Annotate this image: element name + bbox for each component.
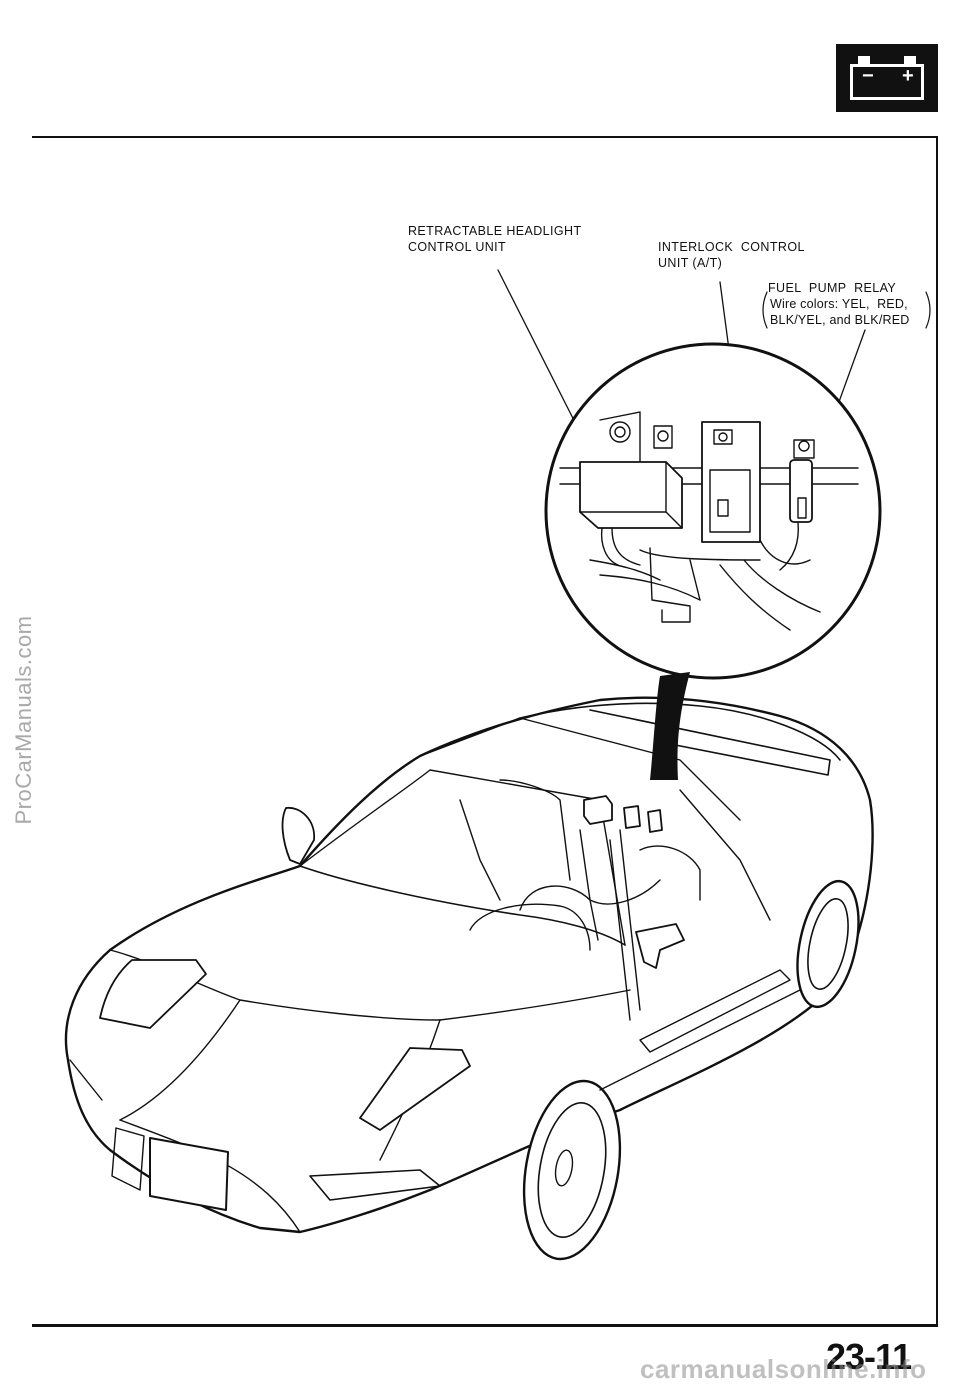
frame-top-rule: [32, 136, 938, 138]
frame-right-rule: [936, 136, 938, 1324]
interlock-control-unit-label: INTERLOCK CONTROL UNIT (A/T): [658, 240, 805, 270]
footer-watermark: carmanualsonline.info: [640, 1354, 927, 1384]
fuel-pump-relay-label: FUEL PUMP RELAY: [768, 281, 897, 295]
side-watermark: ProCarManuals.com: [6, 560, 42, 880]
retractable-headlight-control-unit-label: RETRACTABLE HEADLIGHT CONTROL UNIT: [408, 224, 582, 254]
car-body: [64, 696, 874, 1261]
fuel-pump-parentheses: [762, 291, 931, 329]
battery-minus-sign: −: [862, 65, 874, 87]
fuel-pump-wire-colors-label: Wire colors: YEL, RED, BLK/YEL, and BLK/…: [770, 297, 910, 327]
component-location-markers: [583, 795, 663, 833]
frame-bottom-rule: [32, 1324, 938, 1327]
magnifier-circle: [544, 342, 882, 780]
side-watermark-text: ProCarManuals.com: [11, 615, 36, 825]
detail-inside-circle: [559, 411, 859, 631]
battery-plus-sign: +: [902, 65, 914, 87]
battery-section-icon: − +: [836, 44, 938, 112]
page-number: 23-11: [826, 1336, 912, 1377]
